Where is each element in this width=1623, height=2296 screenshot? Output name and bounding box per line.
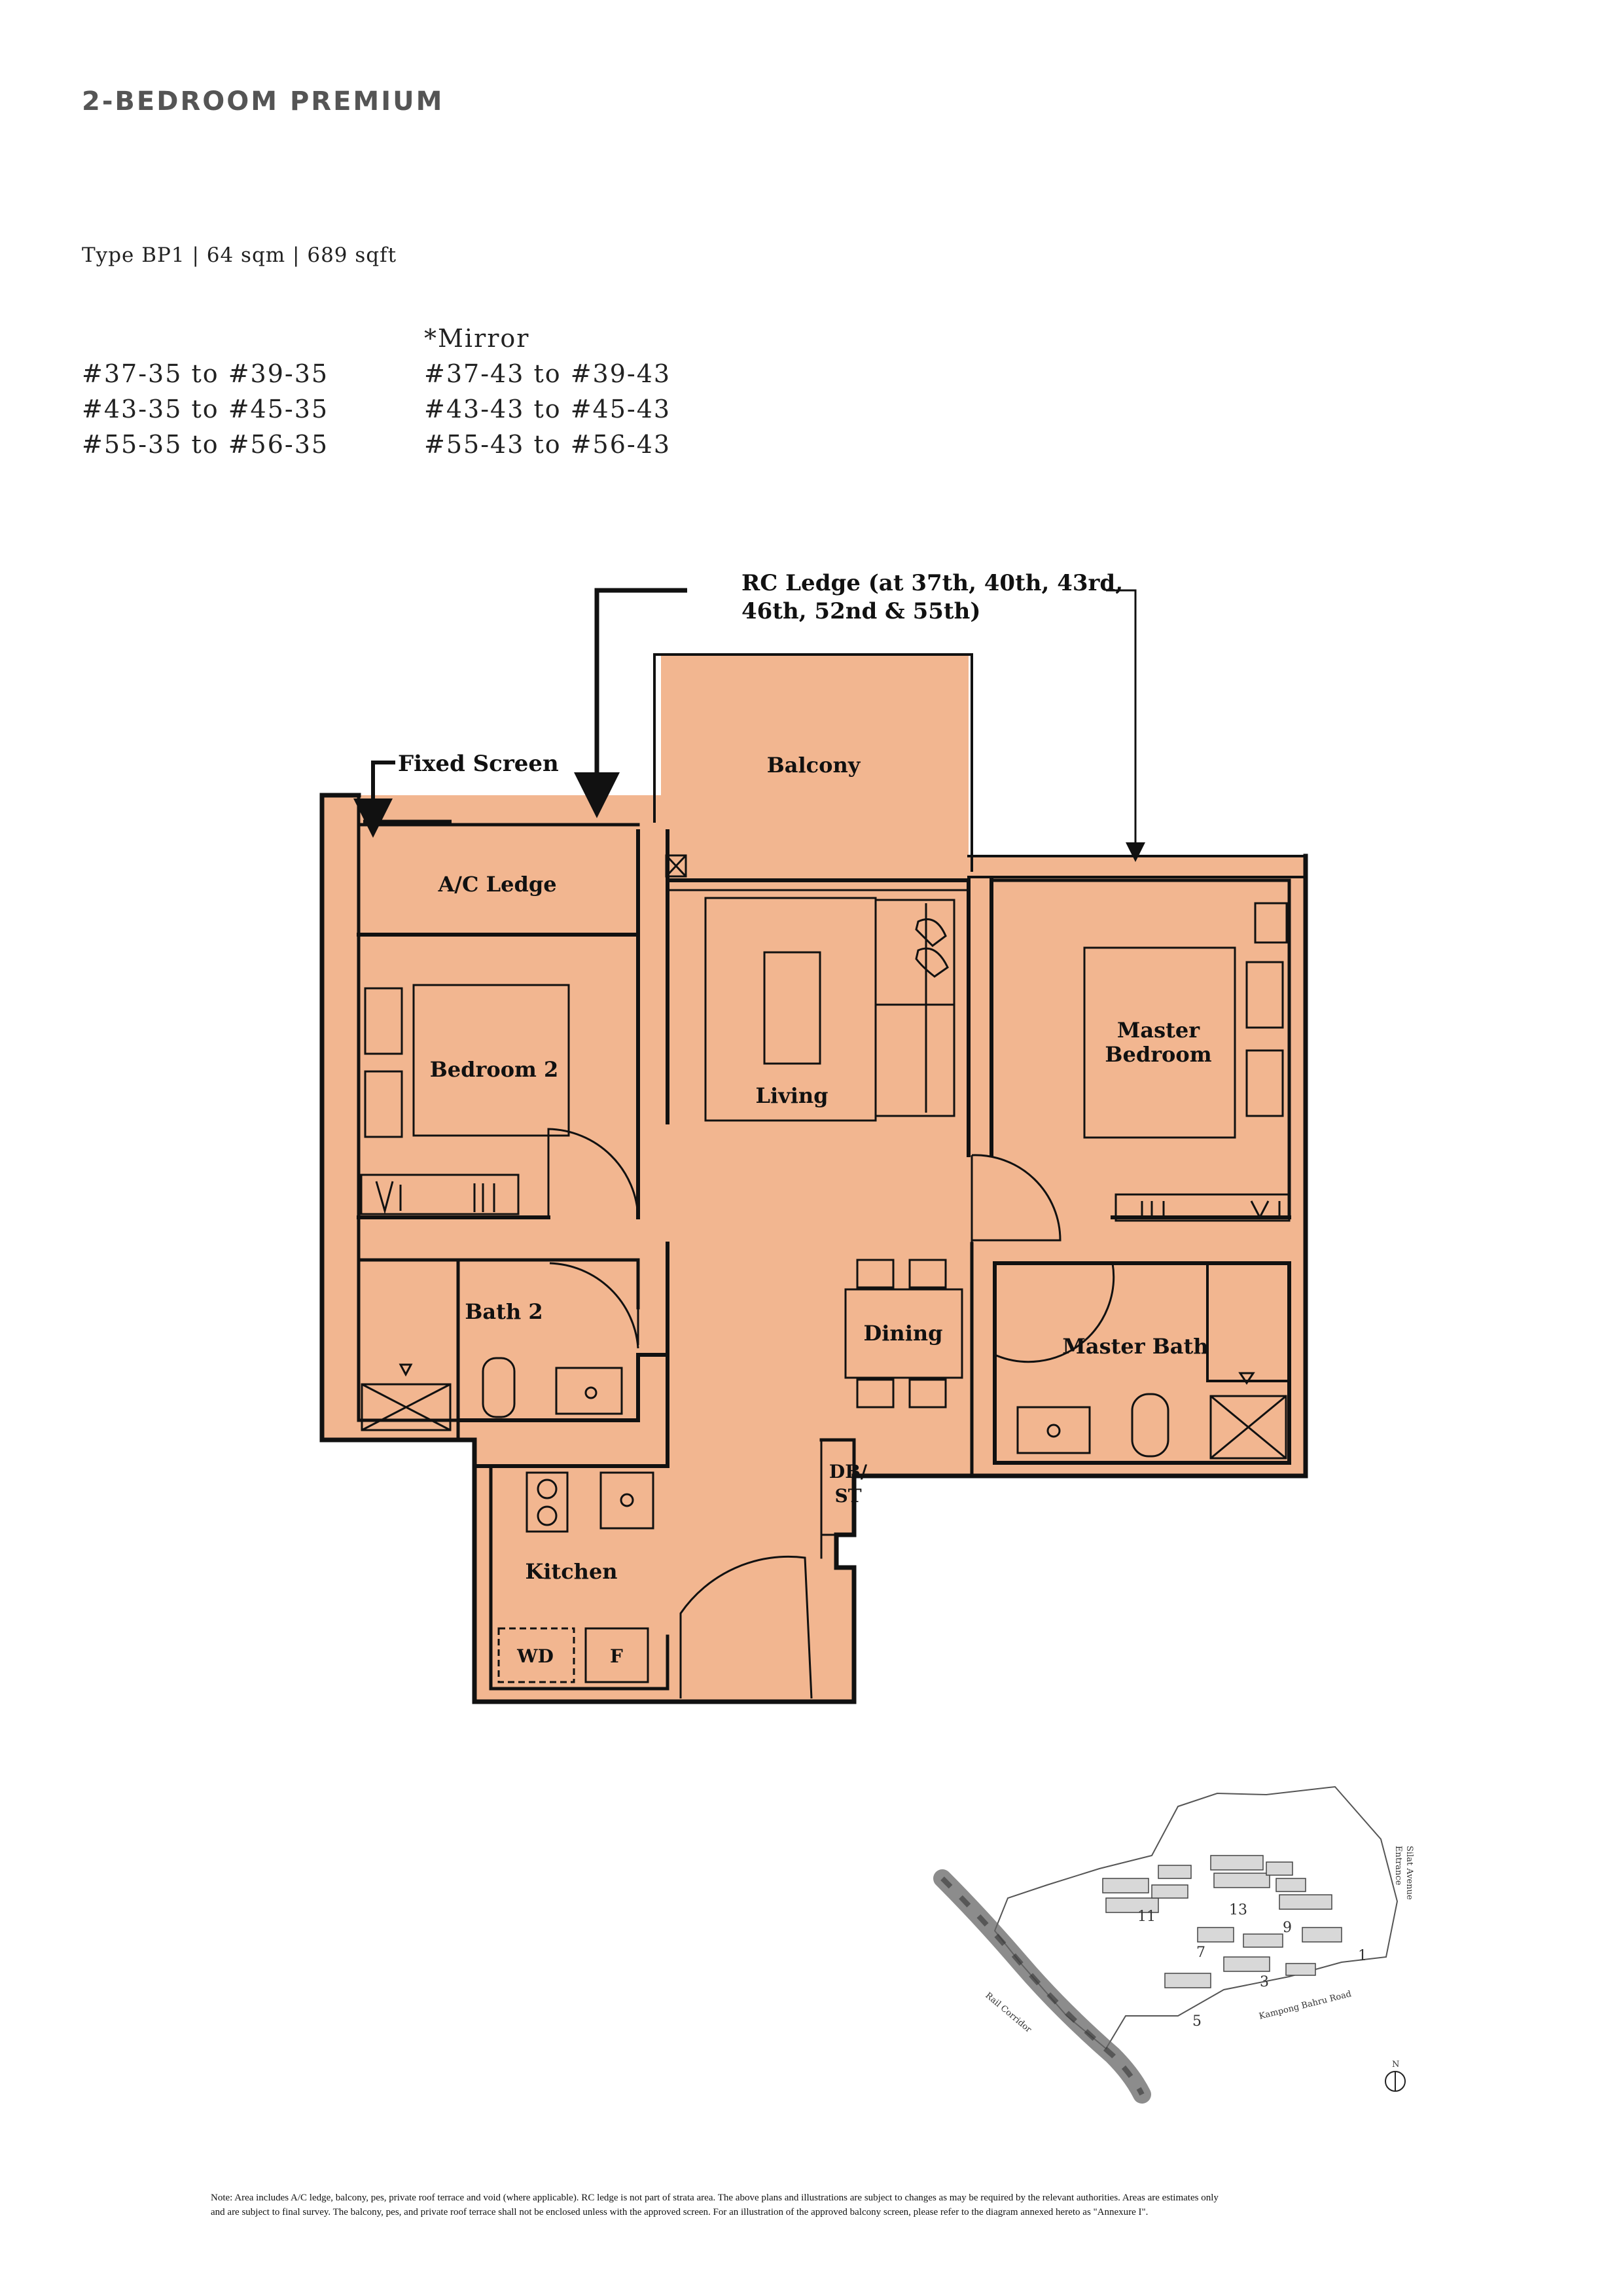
standard-unit-list: #37-35 to #39-35 #43-35 to #45-35 #55-35… bbox=[82, 356, 329, 462]
rc-ledge-label: RC Ledge (at 37th, 40th, 43rd, bbox=[741, 570, 1123, 596]
block-number: 13 bbox=[1229, 1902, 1247, 1918]
annotation-lines bbox=[353, 588, 1145, 862]
unit-range: #43-43 to #45-43 bbox=[424, 395, 671, 423]
rc-ledge-label: 46th, 52nd & 55th) bbox=[741, 598, 980, 624]
floorplan-walls bbox=[319, 653, 1308, 1704]
dining-label: Dining bbox=[864, 1321, 943, 1346]
fixed-screen-label: Fixed Screen bbox=[398, 751, 559, 777]
footer-note: Note: Area includes A/C ledge, balcony, … bbox=[211, 2191, 1415, 2219]
ac-ledge-label: A/C Ledge bbox=[437, 872, 556, 897]
master-bedroom-label: Bedroom bbox=[1105, 1042, 1211, 1067]
north-indicator-label: N bbox=[1392, 2060, 1399, 2070]
block-number: 5 bbox=[1192, 2013, 1202, 2030]
note-line: and are subject to final survey. The bal… bbox=[211, 2207, 1149, 2217]
block-number: 7 bbox=[1196, 1945, 1205, 1961]
fridge-label: F bbox=[610, 1645, 623, 1667]
master-bath-label: Master Bath bbox=[1062, 1334, 1208, 1359]
road-label: Kampong Bahru Road bbox=[1258, 1989, 1352, 2022]
washer-dryer-label: WD bbox=[516, 1645, 554, 1667]
block-number: 3 bbox=[1260, 1974, 1269, 1990]
bath2-label: Bath 2 bbox=[465, 1299, 543, 1324]
db-label: DB/ bbox=[829, 1461, 868, 1482]
block-number: 1 bbox=[1358, 1948, 1367, 1964]
kitchen-label: Kitchen bbox=[525, 1559, 617, 1584]
master-bedroom-label: Master bbox=[1117, 1018, 1200, 1043]
living-label: Living bbox=[755, 1083, 828, 1108]
avenue-label: Entrance bbox=[1393, 1846, 1403, 1886]
block-number: 9 bbox=[1283, 1920, 1292, 1936]
rail-corridor-label: Rail Corridor bbox=[983, 1991, 1033, 2036]
unit-range: #37-35 to #39-35 bbox=[82, 359, 329, 388]
mirror-unit-list: *Mirror #37-43 to #39-43 #43-43 to #45-4… bbox=[424, 321, 671, 462]
floorplan-fill bbox=[322, 653, 1306, 1702]
block-number: 11 bbox=[1137, 1909, 1156, 1925]
room-labels: Balcony A/C Ledge Bedroom 2 Living Maste… bbox=[430, 753, 1212, 1667]
site-plan: 11 13 7 9 1 3 5 Rail Corridor Kampong Ba… bbox=[933, 1785, 1414, 2104]
note-line: Note: Area includes A/C ledge, balcony, … bbox=[211, 2193, 1219, 2203]
mirror-label: *Mirror bbox=[424, 324, 530, 353]
page-title: 2-BEDROOM PREMIUM bbox=[82, 86, 444, 117]
st-label: ST bbox=[834, 1485, 861, 1507]
furniture bbox=[360, 854, 1291, 1683]
door-swings bbox=[547, 1128, 1115, 1699]
unit-range: #37-43 to #39-43 bbox=[424, 359, 671, 388]
avenue-label: Silat Avenue bbox=[1404, 1846, 1414, 1900]
balcony-label: Balcony bbox=[767, 753, 861, 778]
unit-range: #55-43 to #56-43 bbox=[424, 430, 671, 459]
unit-type-line: Type BP1 | 64 sqm | 689 sqft bbox=[82, 243, 397, 267]
unit-range: #55-35 to #56-35 bbox=[82, 430, 329, 459]
unit-range: #43-35 to #45-35 bbox=[82, 395, 329, 423]
bedroom2-label: Bedroom 2 bbox=[430, 1057, 559, 1082]
